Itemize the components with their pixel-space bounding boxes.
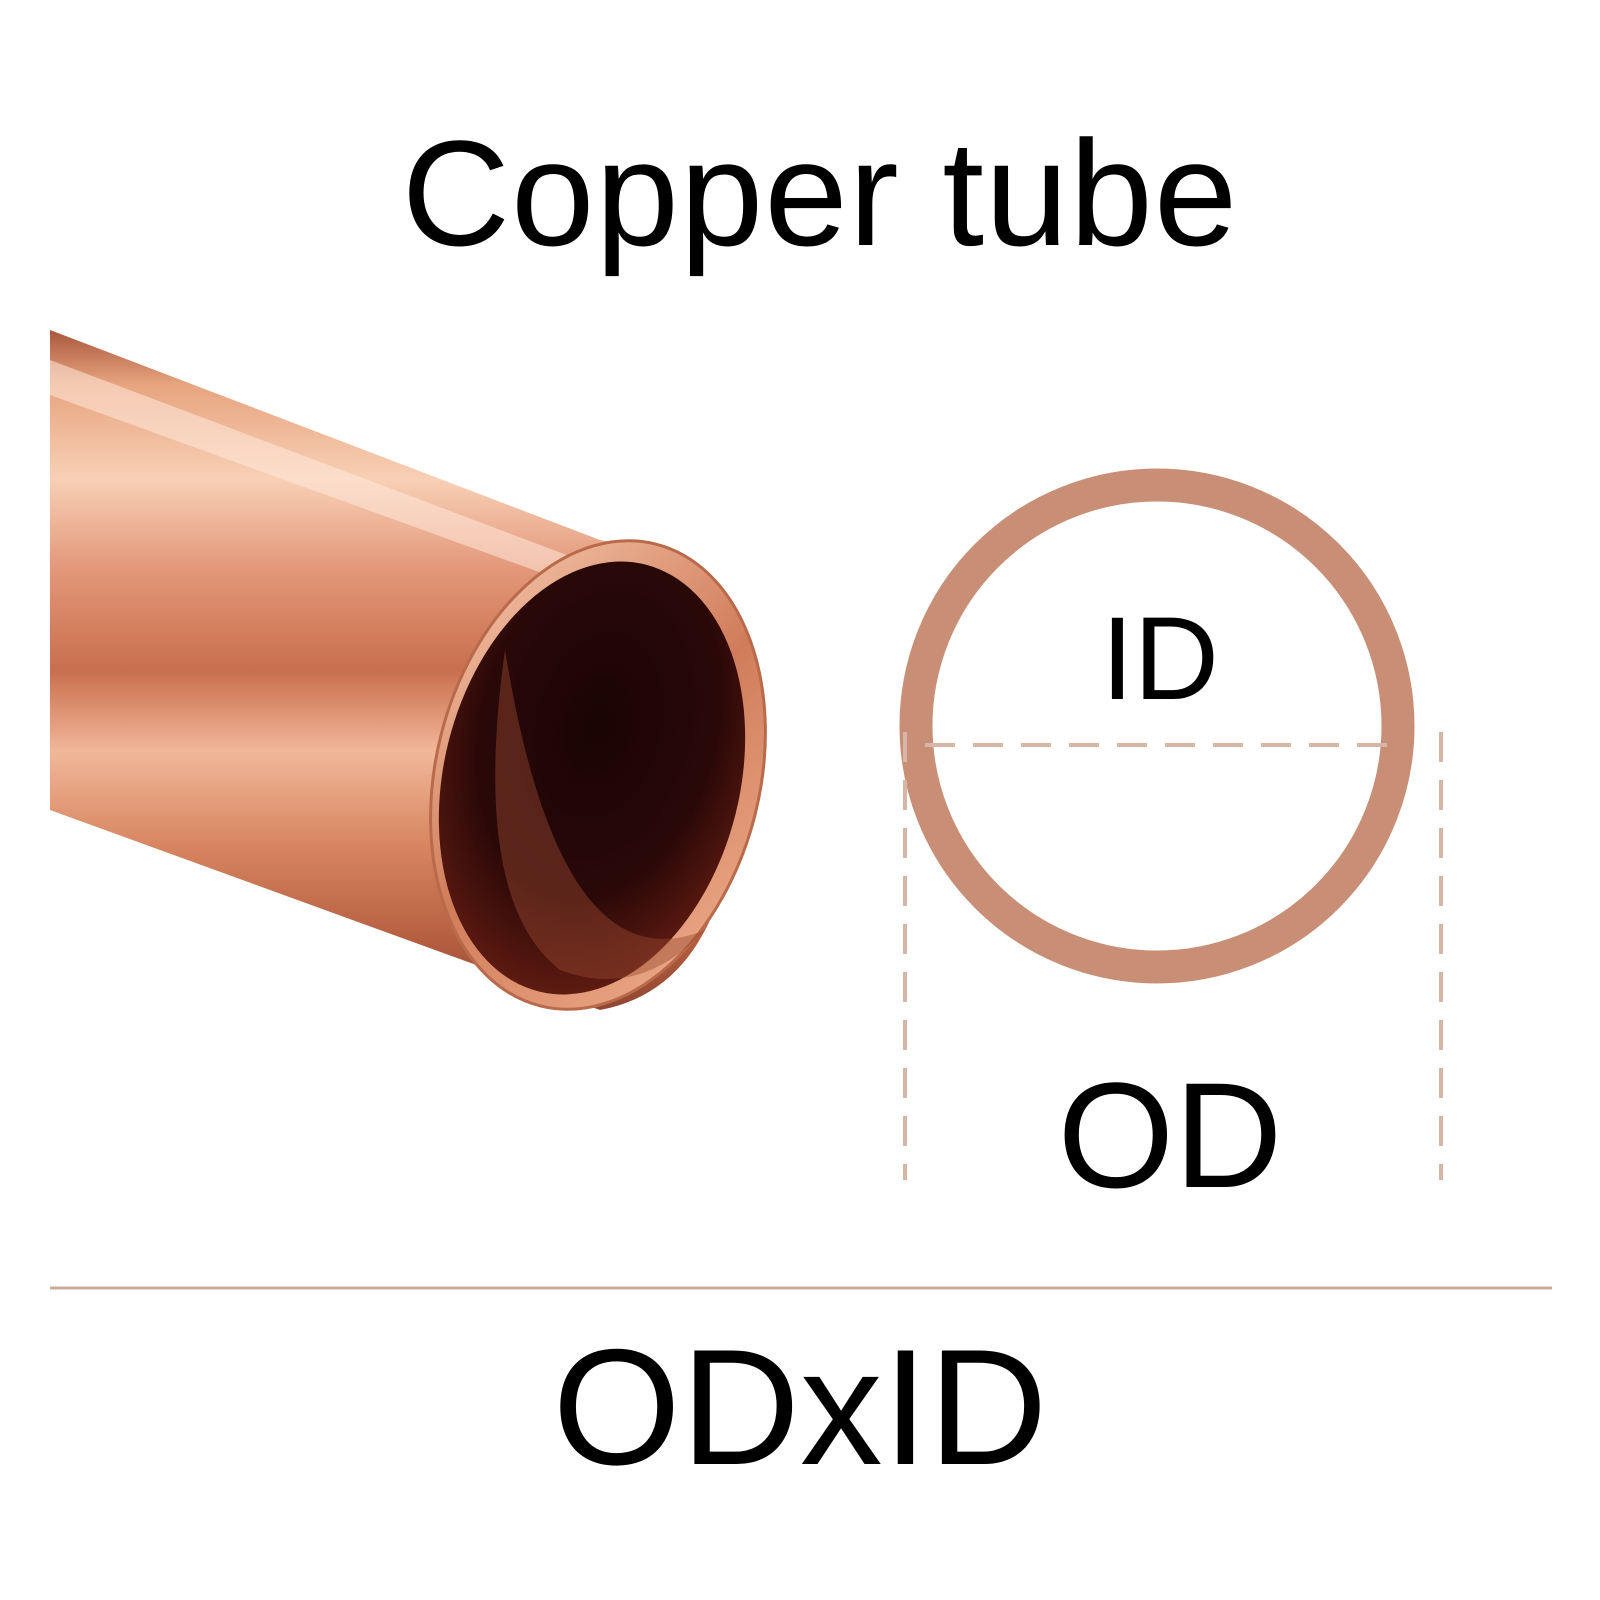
dimension-lines — [903, 732, 1443, 1180]
ring-cross-section — [899, 468, 1415, 984]
page-title: Copper tube — [401, 109, 1239, 277]
size-formula: ODxID — [552, 1315, 1048, 1499]
tube-inner-wall — [495, 650, 705, 979]
inner-diameter-label: ID — [1101, 593, 1219, 725]
tube-opening — [438, 561, 746, 995]
copper-ring — [899, 468, 1415, 984]
tube-highlight — [50, 360, 580, 585]
outer-diameter-label: OD — [1057, 1051, 1283, 1219]
copper-tube-illustration — [50, 330, 767, 1011]
